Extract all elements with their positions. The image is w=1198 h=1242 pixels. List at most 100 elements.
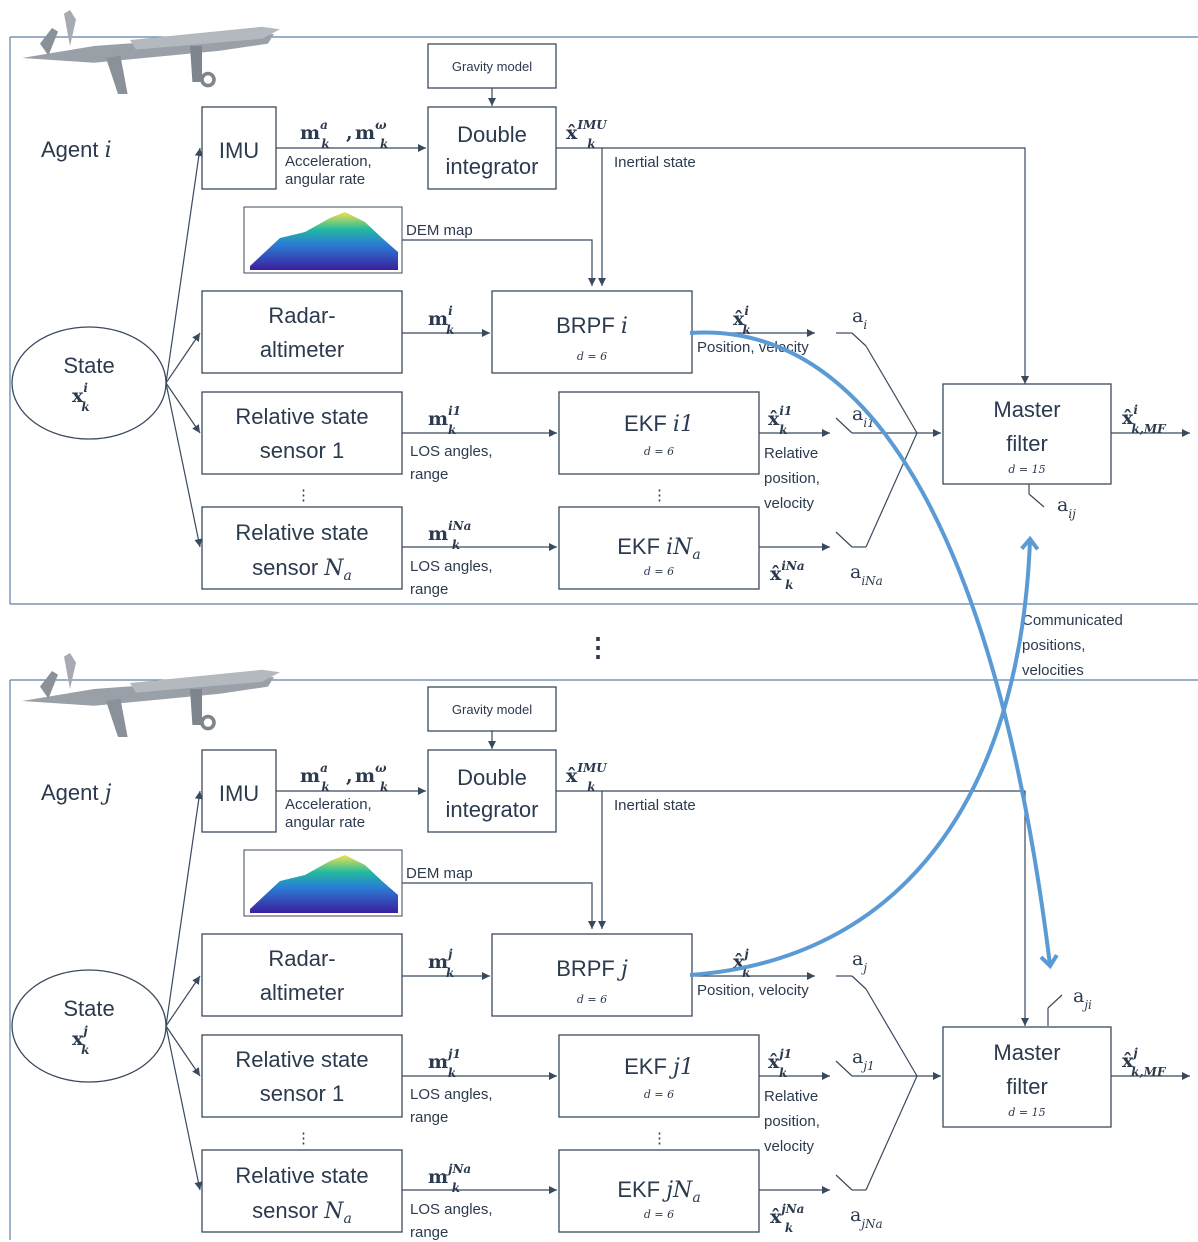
- rel-sensor-1-meas-sub: k: [448, 1066, 456, 1080]
- state-fan-arrow-2: [165, 1025, 201, 1077]
- ekf-1-output-symbol-base: x̂: [768, 1051, 780, 1073]
- rel-pos-3: velocity: [764, 1138, 815, 1155]
- ekf-1-label: EKF i1: [624, 411, 694, 437]
- communicated-label-1: Communicated: [1022, 612, 1123, 629]
- comm-arrow-i-to-j: [689, 330, 1059, 970]
- switch-ekfn-label-sub: jNa: [858, 1217, 882, 1231]
- ekf-1-index: j1: [668, 1055, 694, 1080]
- double-integrator-line2: integrator: [446, 154, 539, 179]
- rel-sensor-1-range: range: [410, 1109, 448, 1126]
- rel-sensor-n-word: sensor: [252, 555, 324, 580]
- ekf-1-output-symbol-sup: i1: [779, 404, 792, 418]
- ekf-n-output-symbol-sup: iNa: [781, 559, 804, 573]
- rel-sensor-1-box: [201, 391, 403, 475]
- ekf-ellipsis: ⋮: [652, 487, 667, 504]
- switch-ekf1-label: ai1: [852, 403, 875, 430]
- rel-sensor-n-los: LOS angles,: [410, 1201, 493, 1218]
- imu-meas-gyro-sup: ω: [375, 761, 387, 775]
- imu-label: IMU: [219, 781, 259, 806]
- brpf-label-index: i: [621, 314, 628, 339]
- inertial-state-symbol-sub: k: [587, 780, 595, 794]
- imu-meas-label-1: Acceleration,: [285, 796, 372, 813]
- comm-switch-label: aji: [1073, 985, 1092, 1012]
- imu-meas-acc-sub: k: [321, 780, 329, 794]
- ekf-1-d: d = 6: [644, 1088, 674, 1101]
- ekf-n-index-sub: a: [692, 547, 700, 563]
- inertial-to-master-arrow: [556, 147, 1029, 384]
- switch-ekf1-label: aj1: [852, 1046, 875, 1073]
- ekf-ellipsis: ⋮: [652, 1130, 667, 1147]
- state-label: State: [63, 996, 114, 1021]
- rel-sensor-n-box: [201, 1149, 403, 1233]
- brpf-label: BRPF j: [556, 956, 628, 982]
- dem-to-brpf-arrow: [402, 882, 596, 929]
- rel-sensor-1-box: [201, 1034, 403, 1118]
- switch-ekfn-blade: [835, 1174, 853, 1191]
- switch-ekfn-label-base: a: [850, 561, 861, 583]
- brpf-output-label: Position, velocity: [697, 339, 809, 356]
- rel-sensor-1-range: range: [410, 466, 448, 483]
- imu-label: IMU: [219, 138, 259, 163]
- rel-sensor-1-meas-sub: k: [448, 423, 456, 437]
- imu-meas-acc-sup: a: [320, 761, 328, 775]
- brpf-label-word: BRPF: [556, 956, 621, 981]
- radar-meas-symbol-sub: k: [446, 966, 454, 980]
- switch-ekf1-label-sub: i1: [863, 416, 874, 430]
- imu-meas-gyro-base: m: [355, 122, 375, 144]
- agent-label: Agent j: [41, 780, 112, 806]
- brpf-output-symbol-sub: k: [742, 323, 750, 337]
- comm-switch-label-sub: ji: [1081, 998, 1092, 1012]
- radar-line2: altimeter: [260, 337, 344, 362]
- comm-switch-label-base: a: [1073, 985, 1084, 1007]
- ekf-n-output-symbol-sub: k: [785, 578, 793, 592]
- ekf-n-word: EKF: [617, 1177, 666, 1202]
- imu-meas-gyro-sup: ω: [375, 118, 387, 132]
- agent-label-index: i: [105, 138, 112, 163]
- inertial-state-label: Inertial state: [614, 797, 696, 814]
- state-fan-arrow-1: [165, 975, 201, 1027]
- master-filter-d: d = 15: [1008, 1106, 1045, 1119]
- inertial-state-symbol-base: x̂: [566, 765, 578, 787]
- rel-sensor-n-line1: Relative state: [235, 520, 368, 545]
- switch-brpf-label-sub: j: [860, 961, 867, 975]
- comm-switch-blade: [1047, 994, 1063, 1009]
- agent-label-word: Agent: [41, 780, 105, 805]
- switch-ekf1-blade: [835, 1060, 853, 1077]
- rel-pos-1: Relative: [764, 445, 818, 462]
- switch-ekfn-blade: [835, 531, 853, 548]
- rel-sensor-1-meas-sup: i1: [448, 404, 461, 418]
- double-integrator-box: [427, 106, 557, 190]
- master-filter-output-symbol-sup: j: [1131, 1046, 1138, 1060]
- state-symbol-sub: k: [81, 400, 89, 414]
- comm-switch-blade: [1028, 493, 1045, 508]
- dem-map-image: [250, 855, 398, 913]
- sensor-ellipsis: ⋮: [296, 1130, 311, 1147]
- switch-ekf1-label-sub: j1: [860, 1059, 874, 1073]
- radar-meas-symbol-sup: j: [446, 947, 453, 961]
- switch-ekf1-label-base: a: [852, 403, 863, 425]
- inertial-state-symbol-sup: IMU: [576, 761, 608, 775]
- inertial-to-master-arrow: [556, 790, 1029, 1026]
- state-fan-arrow-2: [165, 382, 201, 434]
- rel-sensor-1-meas-base: m: [428, 408, 448, 430]
- comm-switch-label: aij: [1057, 494, 1076, 521]
- rel-sensor-n-word: sensor: [252, 1198, 324, 1223]
- master-filter-line1: Master: [993, 397, 1060, 422]
- inertial-state-symbol-base: x̂: [566, 122, 578, 144]
- comm-switch-label-base: a: [1057, 494, 1068, 516]
- dem-map-image: [250, 212, 398, 270]
- switch-brpf-label: aj: [852, 948, 867, 975]
- master-filter-output-symbol-sub: k,MF: [1131, 422, 1167, 436]
- state-fan-arrow-1: [165, 332, 201, 384]
- master-filter-output-symbol-sub: k,MF: [1131, 1065, 1167, 1079]
- brpf-d: d = 6: [577, 993, 607, 1006]
- imu-meas-label-1: Acceleration,: [285, 153, 372, 170]
- switch-brpf-label-sub: i: [863, 318, 867, 332]
- uav-image: [20, 8, 282, 96]
- brpf-d: d = 6: [577, 350, 607, 363]
